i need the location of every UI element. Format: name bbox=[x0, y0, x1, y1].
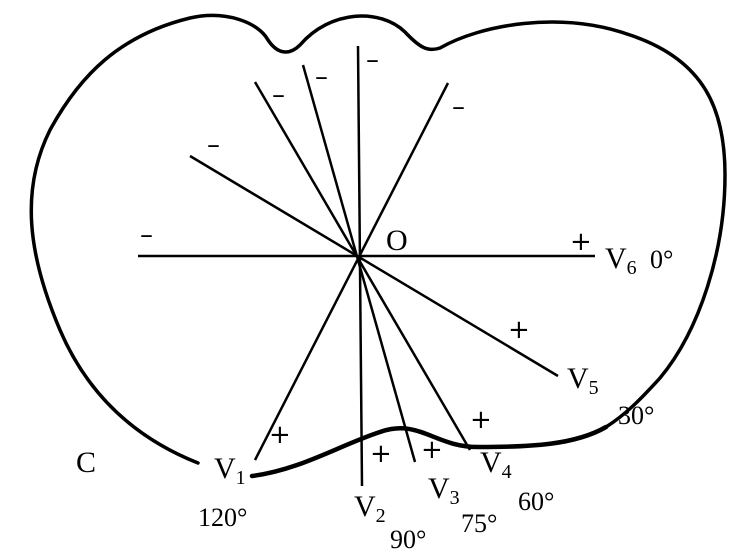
sign-neg-v5: – bbox=[207, 130, 220, 160]
negative-signs: – – – – – – bbox=[140, 45, 465, 250]
axis-v1 bbox=[253, 82, 450, 461]
sign-pos-v5: + bbox=[508, 315, 530, 345]
center-label: O bbox=[386, 224, 408, 257]
sign-pos-v1: + bbox=[269, 420, 291, 450]
angle-label-v6: 0° bbox=[650, 245, 673, 274]
positive-signs: + + + + + + bbox=[269, 227, 592, 469]
lead-label-v2: V2 bbox=[354, 490, 386, 527]
sign-pos-v3: + bbox=[421, 435, 443, 465]
sign-neg-v3: – bbox=[315, 62, 328, 92]
sign-pos-v4: + bbox=[470, 405, 492, 435]
outline-label: C bbox=[76, 446, 96, 479]
lead-label-v5: V5 bbox=[567, 362, 599, 399]
sign-neg-v1: – bbox=[452, 92, 465, 122]
back-outline bbox=[249, 424, 609, 479]
lead-label-v4: V4 bbox=[480, 446, 512, 483]
lead-label-v3: V3 bbox=[428, 472, 460, 509]
axis-v5 bbox=[189, 154, 559, 378]
angle-label-v5: 30° bbox=[618, 401, 654, 430]
lead-label-v1: V1 bbox=[214, 452, 246, 489]
lead-label-v6: V6 bbox=[605, 242, 637, 279]
sign-neg-v6: – bbox=[140, 220, 153, 250]
sign-neg-v4: – bbox=[272, 80, 285, 110]
axis-v2 bbox=[356, 45, 364, 487]
sign-neg-v2: – bbox=[366, 45, 379, 75]
angle-label-v3: 75° bbox=[461, 509, 497, 538]
lead-axes bbox=[138, 45, 595, 487]
torso-outline bbox=[29, 13, 727, 465]
sign-pos-v2: + bbox=[370, 439, 392, 469]
axis-v4 bbox=[253, 81, 472, 451]
angle-label-v4: 60° bbox=[518, 487, 554, 516]
angle-label-v2: 90° bbox=[390, 525, 426, 554]
angle-label-v1: 120° bbox=[198, 503, 247, 532]
sign-pos-v6: + bbox=[570, 227, 592, 257]
